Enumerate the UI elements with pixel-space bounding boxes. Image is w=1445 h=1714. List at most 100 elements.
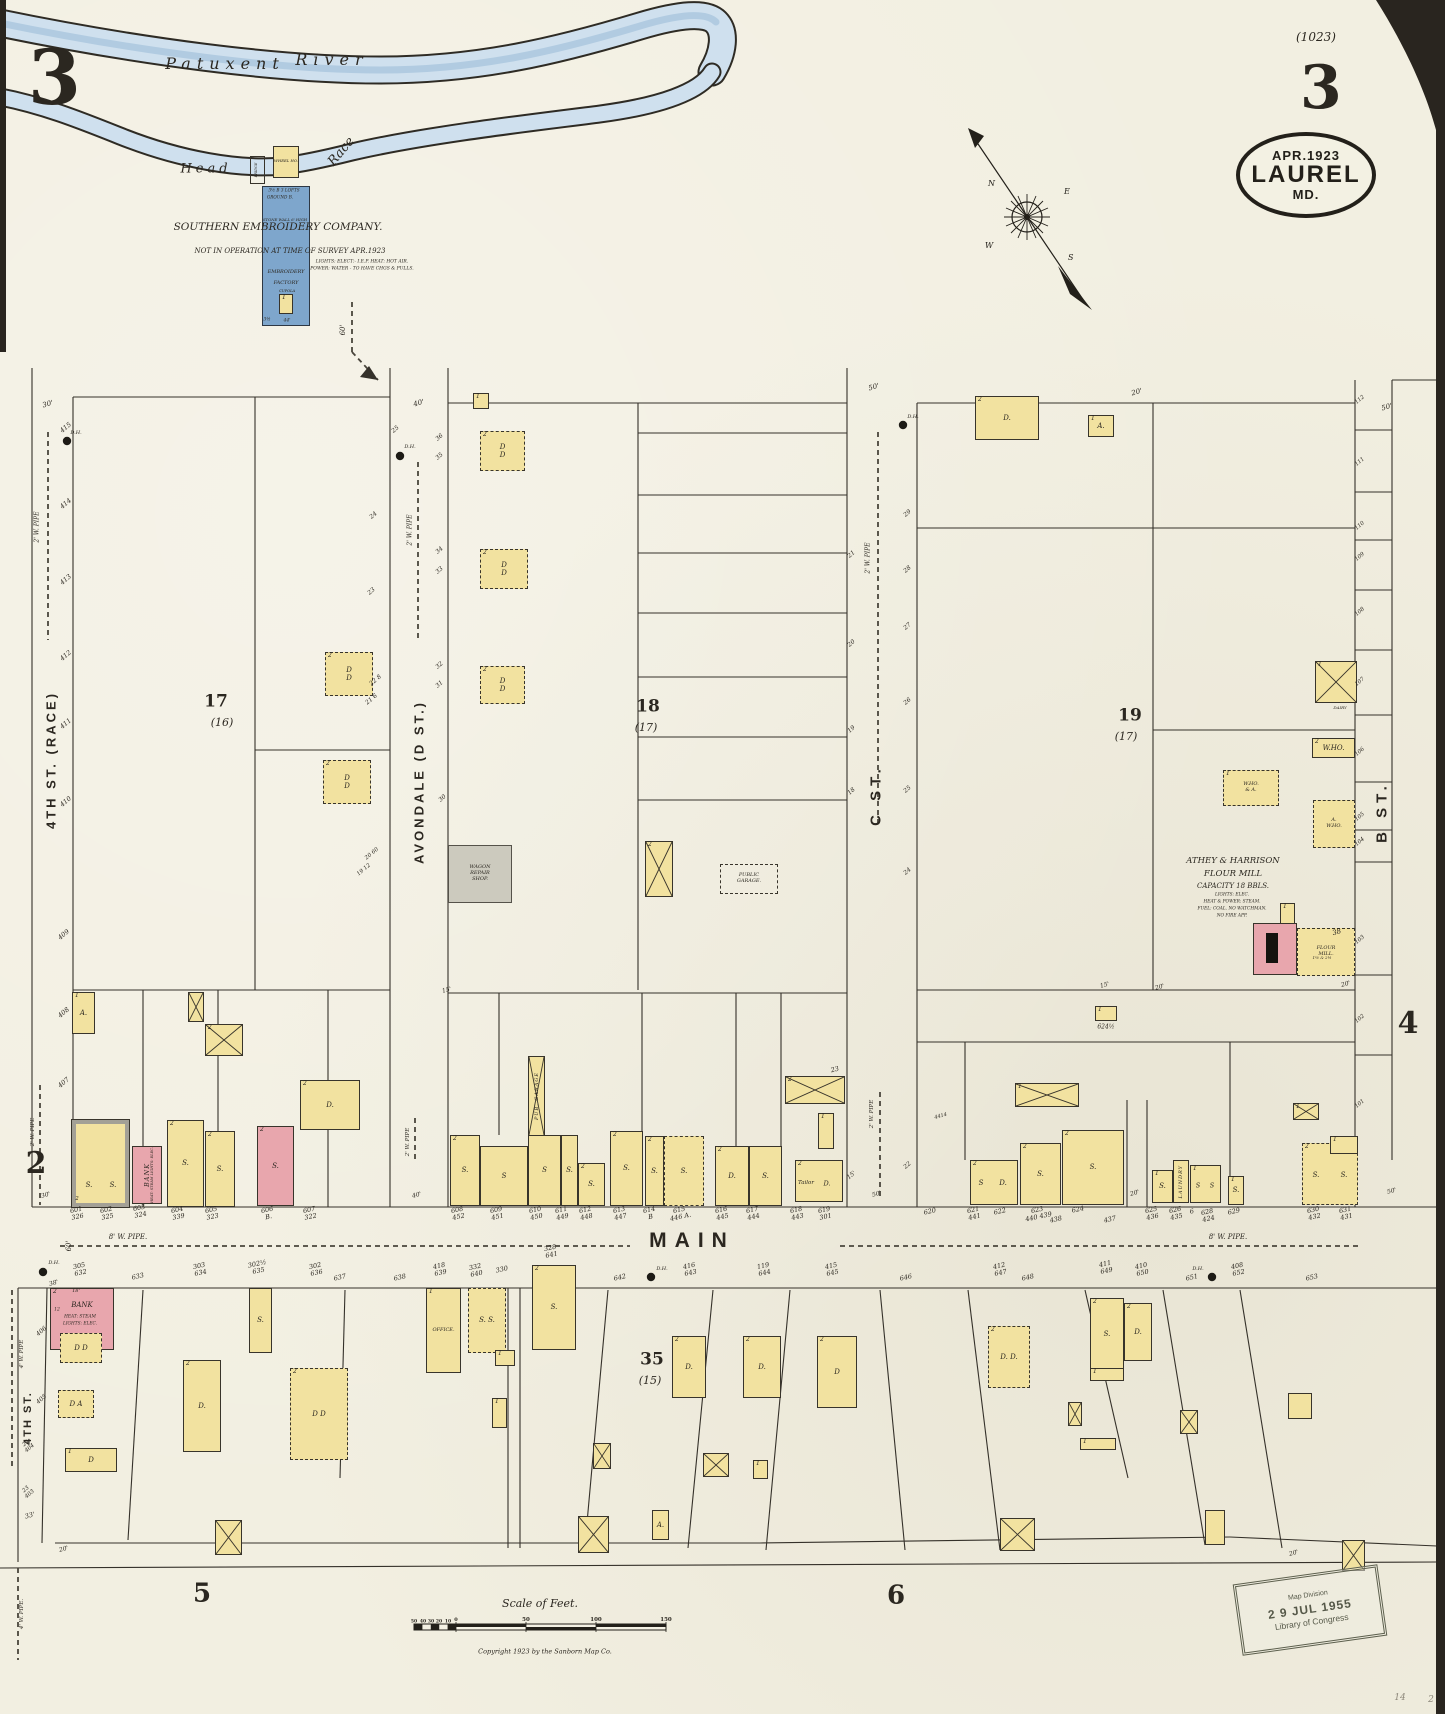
map-label: S.: [109, 1181, 117, 1190]
building: PUB. GARAGE: [528, 1056, 545, 1136]
map-label: Head: [180, 161, 232, 177]
story-count: 2: [613, 1131, 617, 1138]
map-label: D.H.: [1192, 1266, 1204, 1273]
story-count: 1: [495, 1398, 499, 1405]
building-label: A. W.HO.: [1326, 817, 1342, 829]
story-count: 1: [1018, 1083, 1022, 1090]
building: D.2: [975, 396, 1039, 440]
building-label: S.: [1037, 1169, 1044, 1178]
scale-title: Scale of Feet.: [502, 1596, 578, 1610]
map-label: S.: [1312, 1171, 1320, 1180]
building: D.2: [672, 1336, 706, 1398]
building: 1: [818, 1113, 834, 1149]
map-label: 20: [435, 1619, 443, 1625]
story-count: 1: [1226, 770, 1230, 777]
building: S. S.: [468, 1288, 506, 1353]
story-count: 2: [170, 1120, 174, 1127]
story-count: 1: [1098, 1006, 1102, 1013]
building: A.1: [1088, 415, 1114, 437]
compass-rose-icon: N E W S: [968, 128, 1092, 310]
story-count: 2: [675, 1336, 679, 1343]
building-label: S.: [588, 1180, 595, 1189]
building: 2: [785, 1076, 845, 1104]
building: 1: [492, 1398, 507, 1428]
building: [72, 1120, 129, 1207]
story-count: 2: [798, 1160, 802, 1167]
building: 1: [473, 393, 489, 409]
building-label: FLOUR MILL.: [1316, 945, 1336, 957]
map-label: WHEEL HO.: [274, 157, 298, 163]
map-label: (17): [1114, 729, 1138, 743]
title-badge: APR.1923 LAUREL MD.: [1236, 132, 1376, 218]
map-label: BANK: [71, 1301, 93, 1310]
building: S.: [561, 1135, 578, 1206]
map-label: 1½ & 2½: [1312, 954, 1332, 960]
map-label: FACTORY: [273, 280, 299, 287]
building: S.2: [205, 1131, 235, 1207]
building: S. 2: [1020, 1143, 1061, 1205]
map-label: 44': [283, 318, 291, 324]
building-label: S.: [762, 1171, 769, 1180]
story-count: 2: [648, 1136, 652, 1143]
story-count: 1: [1318, 661, 1322, 668]
story-count: 2: [326, 760, 330, 767]
map-label: D.H.: [70, 430, 82, 437]
map-label: LIGHTS: ELECT:- I.E.P. HEAT: HOT AIR.: [315, 259, 409, 265]
building: S.2: [610, 1131, 643, 1206]
map-label: S: [1209, 1181, 1215, 1190]
map-label: S: [978, 1179, 984, 1188]
map-label: POWER: WATER - TO HAVE CHGS & PULLS.: [310, 266, 414, 272]
building-label: WAGON REPAIR SHOP.: [469, 864, 491, 882]
building-label: W.HO. & A.: [1243, 781, 1259, 793]
building-label: S.: [550, 1303, 558, 1312]
building-label: A.: [79, 1008, 88, 1017]
scale-bar: [413, 1622, 667, 1632]
building-label: D D: [501, 560, 507, 577]
story-count: 2: [483, 549, 487, 556]
story-count: 2: [1315, 738, 1319, 745]
story-count: 2: [1023, 1143, 1027, 1150]
map-label: 50: [522, 1616, 530, 1623]
map-label: LIGHTS: ELEC.: [63, 1321, 97, 1327]
building: D.2: [300, 1080, 360, 1130]
building: A.1: [72, 992, 95, 1034]
building: S.2: [1062, 1130, 1124, 1205]
story-count: 1: [1083, 1438, 1087, 1445]
building: D.2: [1124, 1303, 1152, 1361]
building: [1342, 1540, 1365, 1571]
map-label: NO FIRE APP.: [1216, 913, 1248, 919]
building-label: S.: [566, 1166, 573, 1175]
story-count: 1: [1093, 1368, 1097, 1375]
map-label: D.H.: [404, 444, 416, 451]
page-number-left: 3: [28, 33, 81, 122]
map-label: (15): [638, 1373, 662, 1387]
map-label: (17): [634, 720, 658, 734]
building: 2: [970, 1160, 1018, 1205]
map-label: 150: [660, 1616, 672, 1623]
building: 2: [205, 1024, 243, 1056]
building: [250, 156, 265, 184]
map-label: FUEL: COAL. NO WATCHMAN.: [1197, 906, 1267, 912]
building: [578, 1516, 609, 1553]
building: [1000, 1518, 1035, 1551]
building: PUBLIC GARAGE.: [720, 864, 778, 894]
building: [1180, 1410, 1198, 1434]
building: 1: [753, 1460, 768, 1479]
building: 1: [1095, 1006, 1117, 1021]
map-label: 35: [640, 1349, 664, 1370]
building: BANK: [132, 1146, 162, 1204]
map-label: ATHEY & HARRISON: [1186, 856, 1280, 867]
building: W.HO.2: [1312, 738, 1355, 758]
map-label: 18: [636, 696, 660, 717]
map-label: River: [295, 50, 369, 70]
story-count: 2: [581, 1163, 585, 1170]
map-label: D.H.: [907, 414, 919, 421]
building-label: OFFICE.: [432, 1326, 455, 1333]
building: S: [480, 1146, 528, 1206]
story-count: 2: [53, 1288, 57, 1295]
story-count: 2: [973, 1160, 977, 1167]
building: 2: [795, 1160, 843, 1202]
story-count: 2: [991, 1326, 995, 1333]
